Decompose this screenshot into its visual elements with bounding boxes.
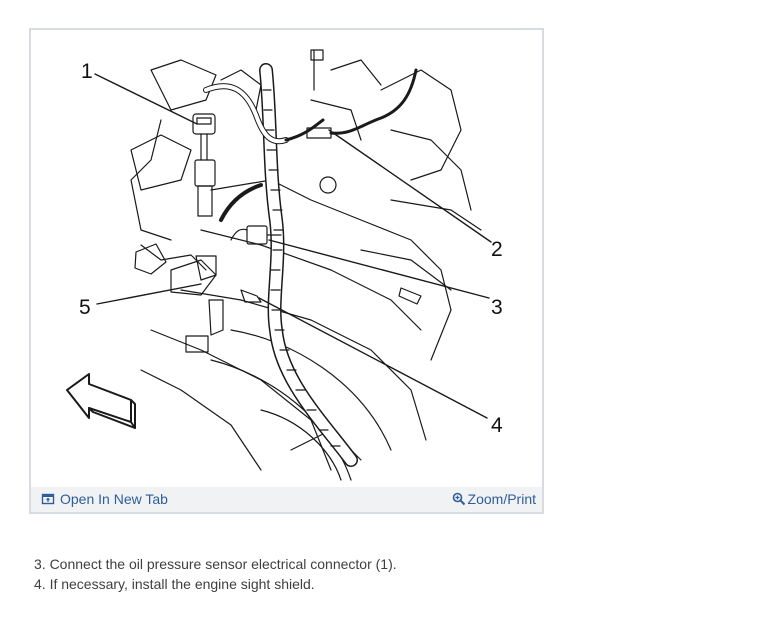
step-3: 3. Connect the oil pressure sensor elect… (34, 556, 397, 572)
callout-3: 3 (491, 296, 503, 319)
step-4: 4. If necessary, install the engine sigh… (34, 576, 315, 592)
zoom-icon (452, 492, 465, 506)
figure-frame: 1 2 3 4 5 Open In New Tab Zoom/Print (29, 28, 544, 514)
callout-5: 5 (79, 296, 91, 319)
instruction-steps: 3. Connect the oil pressure sensor elect… (34, 554, 397, 594)
zoom-print-label: Zoom/Print (467, 491, 536, 507)
figure-toolbar: Open In New Tab Zoom/Print (31, 487, 542, 512)
open-tab-icon (41, 493, 55, 505)
callout-1: 1 (81, 60, 93, 83)
callout-4: 4 (491, 414, 503, 437)
open-in-new-tab-link[interactable]: Open In New Tab (41, 491, 168, 507)
callout-2: 2 (491, 238, 503, 261)
engine-diagram: 1 2 3 4 5 (66, 49, 503, 481)
zoom-print-link[interactable]: Zoom/Print (452, 491, 536, 507)
open-in-new-tab-label: Open In New Tab (60, 491, 168, 507)
